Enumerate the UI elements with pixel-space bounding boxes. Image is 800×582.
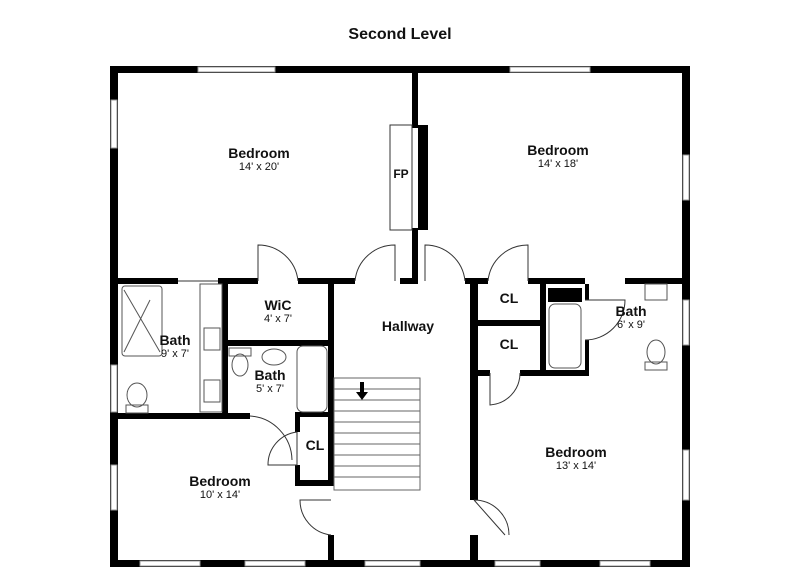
room-label: CL [499, 290, 519, 306]
windows [110, 66, 690, 567]
room-label: CL [499, 336, 519, 352]
stairs [333, 377, 421, 491]
room-label: CL [305, 437, 325, 453]
page-title: Second Level [348, 26, 452, 43]
stair-down-arrow-icon [356, 382, 368, 400]
fixtures [121, 283, 668, 414]
fireplace-label: FP [393, 167, 409, 181]
doors [178, 124, 626, 536]
room-label: Hallway [381, 318, 435, 334]
